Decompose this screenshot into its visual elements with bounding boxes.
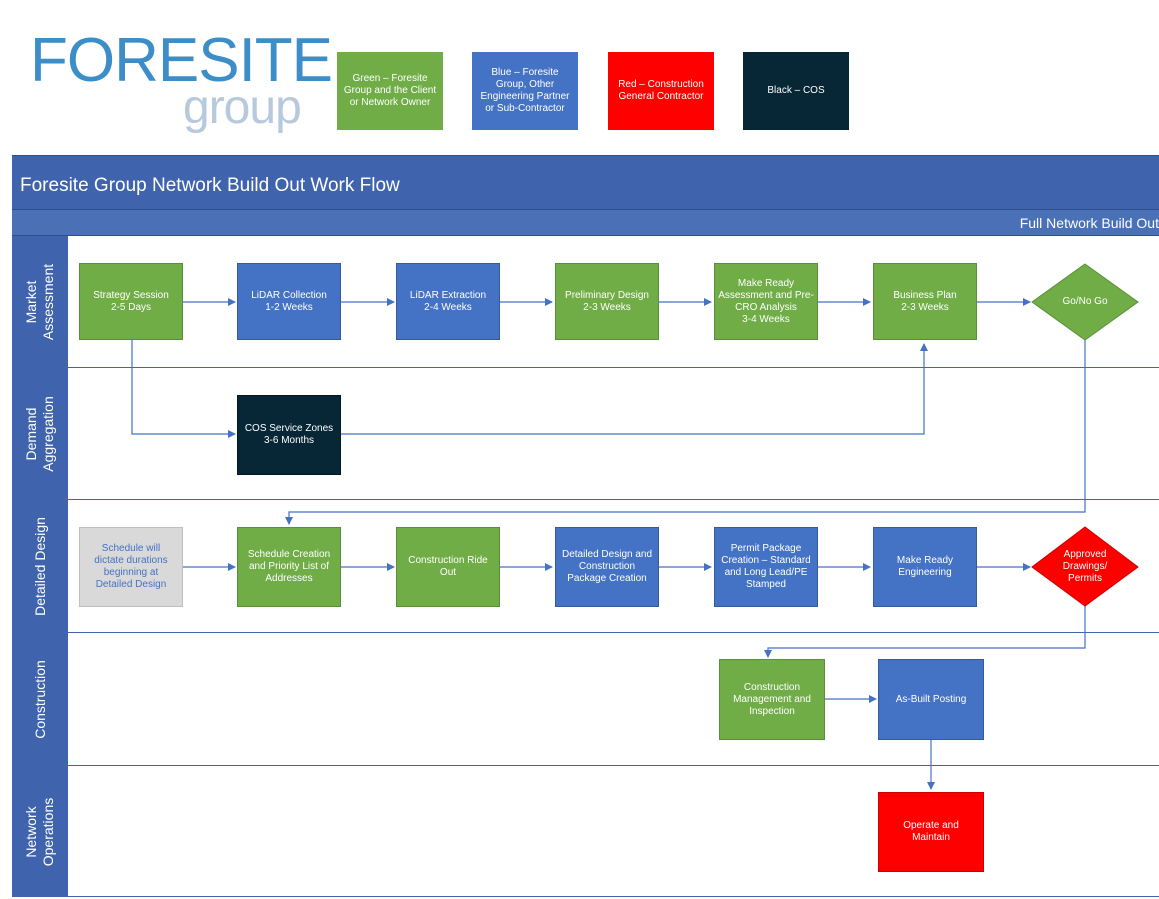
lidar-extraction-box: LiDAR Extraction 2-4 Weeks — [396, 263, 500, 340]
permit-package-box: Permit Package Creation – Standard and L… — [714, 527, 818, 607]
legend-red: Red – Construction General Contractor — [608, 52, 714, 130]
workflow-header-bar — [12, 155, 1159, 210]
legend-black: Black – COS — [743, 52, 849, 130]
schedule-creation-box: Schedule Creation and Priority List of A… — [237, 527, 341, 607]
make-ready-assessment-box: Make Ready Assessment and Pre- CRO Analy… — [714, 263, 818, 340]
preliminary-design-box: Preliminary Design 2-3 Weeks — [555, 263, 659, 340]
strategy-session-box: Strategy Session 2-5 Days — [79, 263, 183, 340]
construction-management-box: Construction Management and Inspection — [719, 659, 825, 740]
arrow — [764, 606, 1086, 658]
phase-title: Full Network Build Out — [1019, 215, 1159, 231]
as-built-posting-box: As-Built Posting — [878, 659, 984, 740]
lane-divider — [68, 896, 1159, 897]
approved-drawings-label: Approved Drawings/ Permits — [1062, 548, 1108, 584]
go-no-go-diamond — [1031, 263, 1139, 341]
go-no-go-label: Go/No Go — [1062, 296, 1108, 307]
lane-label-column — [12, 236, 68, 897]
arrow — [285, 340, 1086, 525]
lane-divider — [68, 367, 1159, 368]
operate-maintain-box: Operate and Maintain — [878, 792, 984, 872]
schedule-note-box: Schedule will dictate durations beginnin… — [79, 527, 183, 607]
workflow-title: Foresite Group Network Build Out Work Fl… — [20, 175, 400, 196]
legend-green: Green – Foresite Group and the Client or… — [337, 52, 443, 130]
business-plan-box: Business Plan 2-3 Weeks — [873, 263, 977, 340]
make-ready-engineering-box: Make Ready Engineering — [873, 527, 977, 607]
cos-service-zones-box: COS Service Zones 3-6 Months — [237, 395, 341, 475]
lane-divider — [68, 765, 1159, 766]
detailed-design-box: Detailed Design and Construction Package… — [555, 527, 659, 607]
arrow — [131, 340, 236, 438]
approved-drawings-diamond — [1031, 526, 1139, 607]
construction-ride-out-box: Construction Ride Out — [396, 527, 500, 607]
lane-divider — [68, 632, 1159, 633]
lidar-collection-box: LiDAR Collection 1-2 Weeks — [237, 263, 341, 340]
legend-blue: Blue – Foresite Group, Other Engineering… — [472, 52, 578, 130]
lane-divider — [68, 499, 1159, 500]
logo-sub-text: group — [183, 81, 302, 134]
arrow — [341, 343, 928, 435]
phase-header-bar — [12, 210, 1159, 236]
logo-main-text: FORESITE — [30, 26, 333, 95]
